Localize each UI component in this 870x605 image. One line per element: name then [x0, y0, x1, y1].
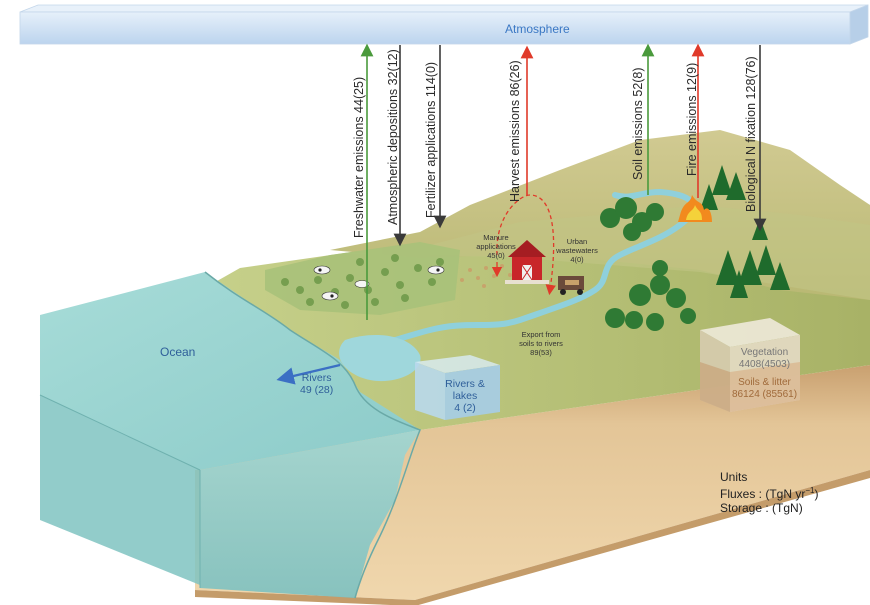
rivers-to-ocean-arrow: [276, 363, 341, 385]
river: [352, 188, 697, 355]
pine-tree-icon: [700, 165, 790, 298]
rivers-lakes-cube: [415, 355, 500, 420]
crop-field: [265, 242, 512, 315]
coast-line: [204, 271, 421, 599]
ocean-front-right: [200, 430, 420, 598]
flux-label-soil-emissions: Soil emissions 52(8): [631, 67, 645, 180]
manure-applications-label: Manure applications 45(0): [476, 233, 516, 260]
cow-icon: [313, 265, 445, 301]
flux-label-fertilizer-applications: Fertilizer applications 114(0): [424, 61, 438, 218]
vegetation-storage-label: Vegetation 4408(4503): [738, 347, 791, 370]
atmosphere-box: [19, 4, 869, 45]
flux-label-fire-emissions: Fire emissions 12(9): [685, 62, 699, 176]
units-storage: Storage : (TgN): [720, 501, 803, 515]
flux-label-freshwater-emissions: Freshwater emissions 44(25): [352, 76, 366, 238]
barn-icon: [505, 240, 549, 284]
lake: [339, 335, 421, 382]
units-fluxes: Fluxes : (TgN yr−1): [720, 486, 819, 501]
ocean-label: Ocean: [160, 345, 196, 359]
rivers-lakes-label: Rivers & lakes 4 (2): [445, 378, 485, 414]
tree-icon: [600, 197, 696, 331]
urban-wastewaters-label: Urban wastewaters 4(0): [556, 237, 598, 264]
truck-icon: [558, 276, 584, 295]
atmosphere-label: Atmosphere: [505, 22, 570, 36]
rivers-flux-label: Rivers 49 (28): [300, 372, 334, 396]
ocean-front: [40, 395, 200, 585]
ocean-top: [40, 272, 420, 470]
units-legend: Units Fluxes : (TgN yr−1) Storage : (TgN…: [720, 470, 818, 515]
manure-loop-arrow: [496, 194, 556, 296]
flux-label-atmospheric-depositions: Atmospheric depositions 32(12): [386, 49, 400, 225]
units-title: Units: [720, 470, 748, 484]
export-soils-to-rivers-label: Export from soils to rivers 89(53): [519, 330, 563, 357]
fire-icon: [678, 195, 712, 222]
flux-label-biological-n-fixation: Biological N fixation 128(76): [744, 56, 758, 212]
soils-litter-storage-label: Soils & litter 86124 (85561): [731, 377, 798, 400]
flux-label-harvest-emissions: Harvest emissions 86(26): [508, 60, 522, 202]
vegetation-soil-cube: [700, 318, 800, 412]
